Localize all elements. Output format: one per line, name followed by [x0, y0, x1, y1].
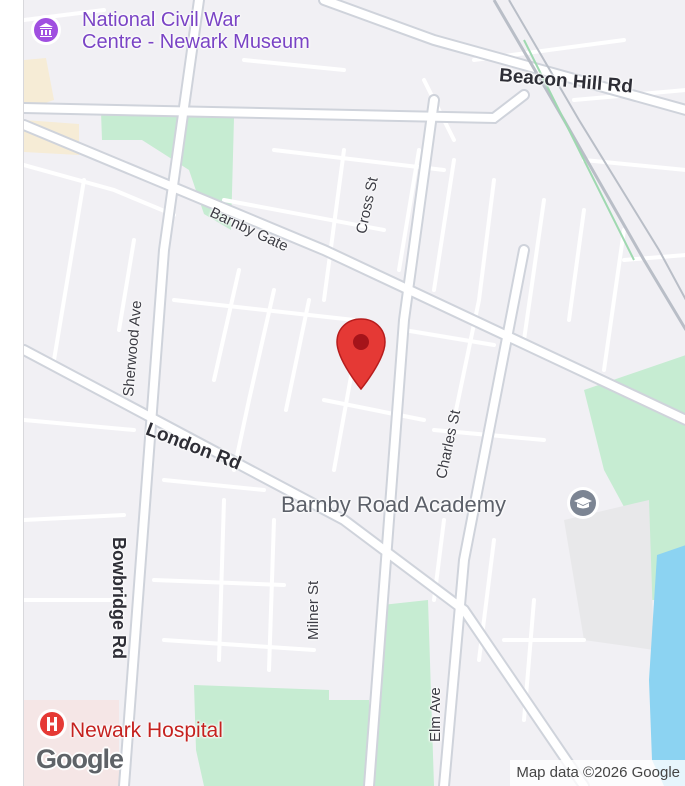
parks — [24, 58, 685, 786]
barnby-road-academy-label[interactable]: Barnby Road Academy — [281, 492, 507, 517]
road-label-elm-ave: Elm Ave — [427, 687, 444, 742]
map-layer — [24, 0, 685, 786]
museum-label-line-2: Centre - Newark Museum — [82, 31, 310, 53]
minor-roads — [24, 8, 685, 722]
main-roads — [24, 0, 685, 786]
map-attribution[interactable]: Map data ©2026 Google — [510, 760, 685, 786]
museum-label[interactable]: National Civil War Centre - Newark Museu… — [82, 9, 310, 53]
map-canvas[interactable]: National Civil War Centre - Newark Museu… — [23, 0, 685, 786]
water — [649, 545, 685, 786]
road-label-bowbridge-rd: Bowbridge Rd — [109, 537, 129, 659]
museum-label-line-1: National Civil War — [82, 9, 241, 31]
road-label-milner-st: Milner St — [305, 580, 322, 640]
newark-hospital-label[interactable]: Newark Hospital — [70, 719, 223, 742]
railway — [492, 0, 685, 331]
google-logo[interactable]: Google — [36, 744, 124, 774]
